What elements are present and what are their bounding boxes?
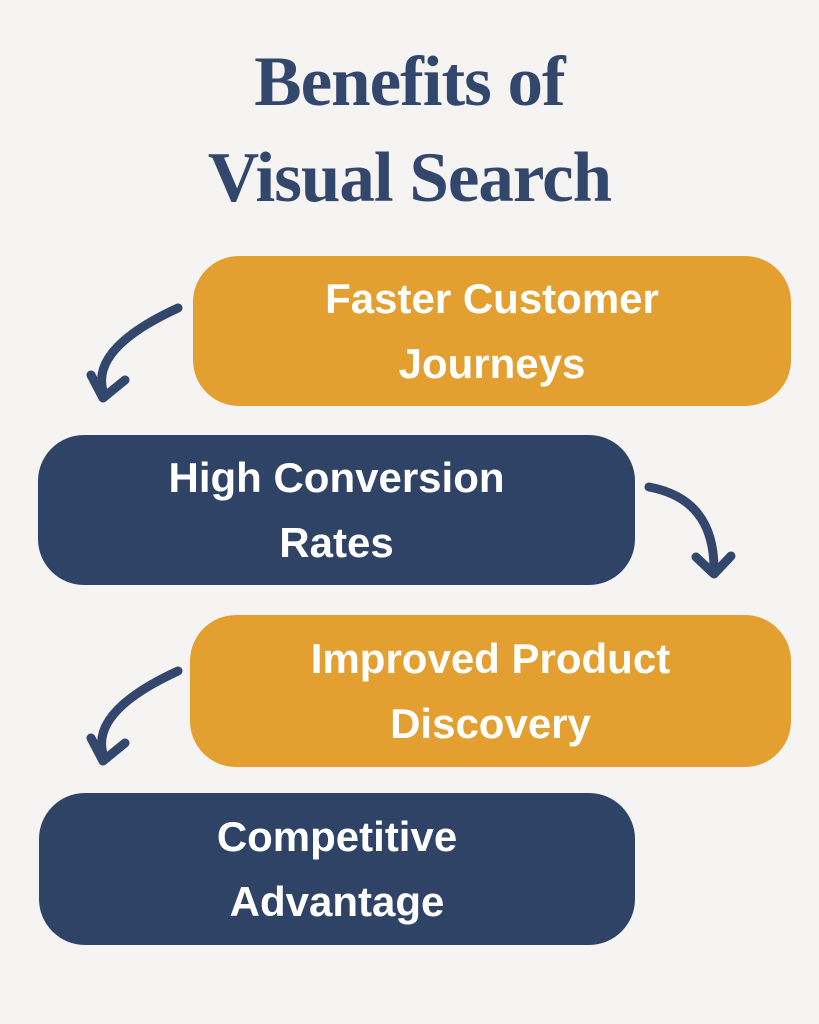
curved-arrow-down-right-icon: [644, 482, 736, 579]
benefit-box-faster-customer-journeys: Faster Customer Journeys: [193, 256, 791, 406]
page-title-line2: Visual Search: [207, 139, 612, 217]
benefit-label-line1: High Conversion: [168, 454, 505, 501]
benefit-box-high-conversion-rates: High Conversion Rates: [38, 435, 635, 585]
benefit-label-line1: Improved Product: [310, 635, 671, 682]
benefit-label-line2: Advantage: [229, 878, 445, 925]
benefit-box-improved-product-discovery: Improved Product Discovery: [190, 615, 791, 767]
page-title-line1: Benefits of: [254, 43, 565, 121]
benefit-label-line1: Competitive: [216, 813, 458, 860]
benefit-label-line2: Rates: [279, 519, 394, 566]
page-title: Benefits of Visual Search: [0, 34, 819, 226]
curved-arrow-down-left-icon: [86, 666, 183, 766]
curved-arrow-down-left-icon: [86, 303, 183, 403]
benefit-label-line1: Faster Customer: [325, 275, 659, 322]
benefit-label-line2: Discovery: [390, 700, 591, 747]
benefit-box-competitive-advantage: Competitive Advantage: [39, 793, 635, 945]
benefit-label-line2: Journeys: [398, 340, 586, 387]
